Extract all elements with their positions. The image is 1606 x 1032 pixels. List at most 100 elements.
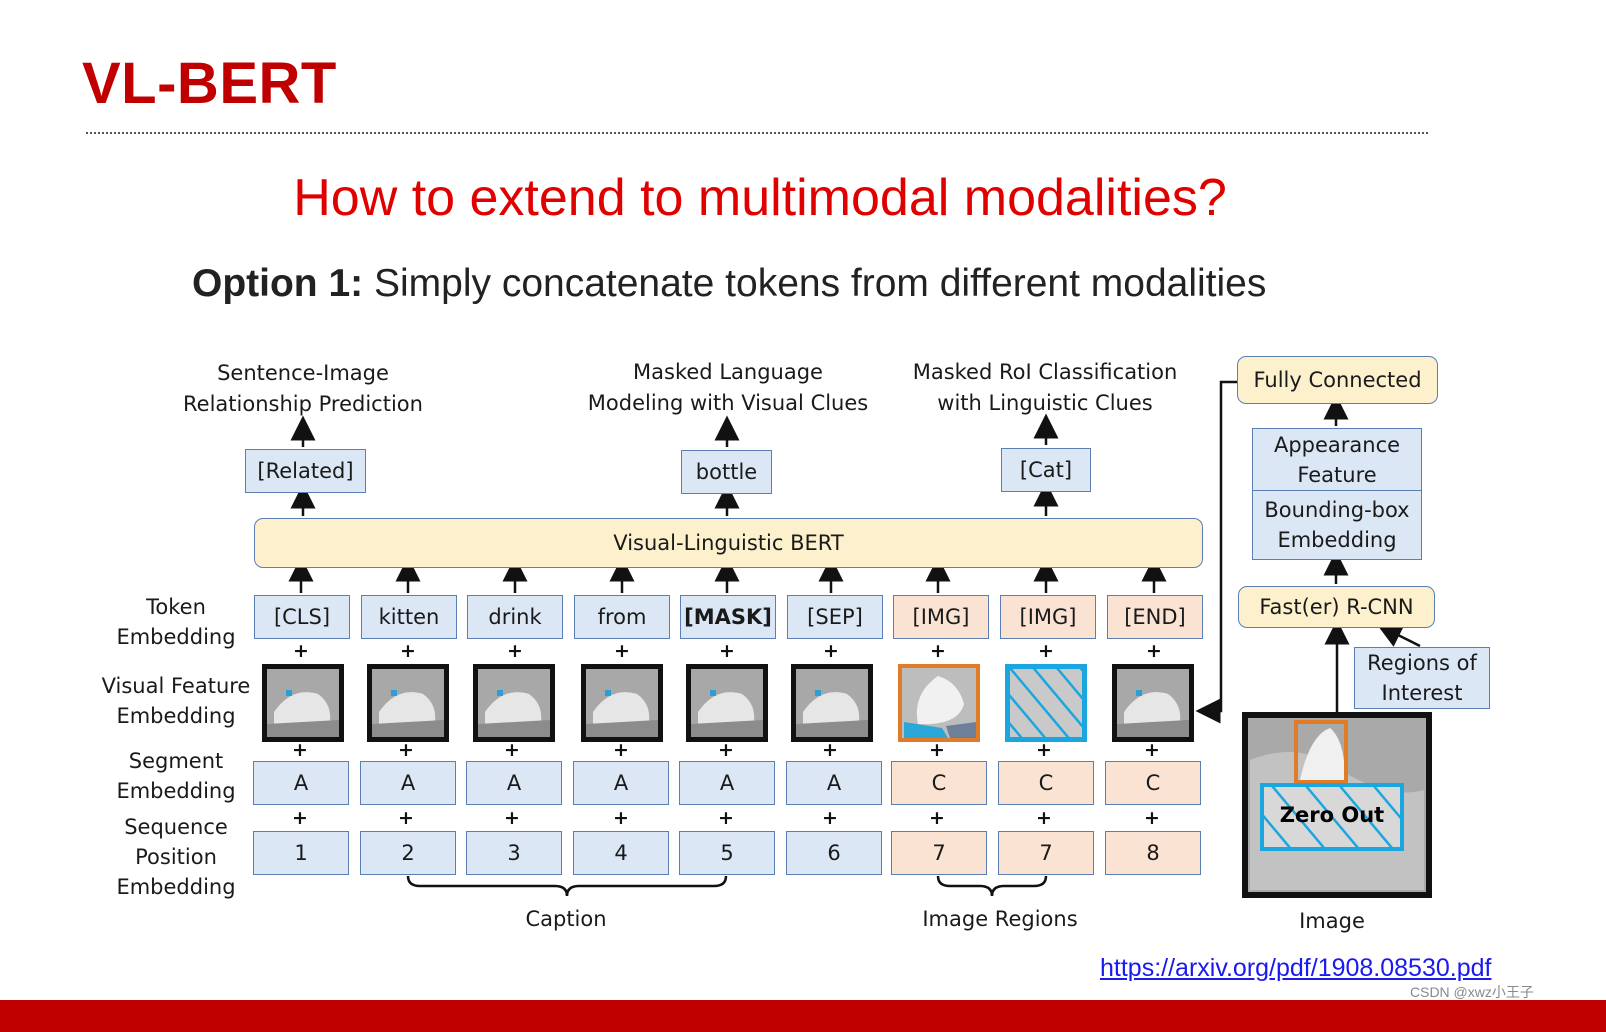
plus-sign: + xyxy=(1144,739,1160,761)
zero-out-label: Zero Out xyxy=(1279,803,1385,827)
position-3: 3 xyxy=(466,831,562,875)
plus-sign: + xyxy=(292,739,308,761)
plus-sign: + xyxy=(718,739,734,761)
segment-c-1: C xyxy=(891,761,987,805)
task-mrc-line1: Masked RoI Classification xyxy=(912,360,1178,384)
plus-sign: + xyxy=(1036,739,1052,761)
plus-sign: + xyxy=(507,640,523,662)
option-text: Simply concatenate tokens from different… xyxy=(363,262,1267,305)
plus-sign: + xyxy=(613,807,629,829)
output-bottle: bottle xyxy=(681,450,772,494)
plus-sign: + xyxy=(613,739,629,761)
paper-link[interactable]: https://arxiv.org/pdf/1908.08530.pdf xyxy=(1100,954,1492,982)
appearance-line1: Appearance xyxy=(1273,432,1401,457)
image-label: Image xyxy=(1299,909,1365,933)
bert-bar: Visual-Linguistic BERT xyxy=(254,518,1203,568)
token-img-1: [IMG] xyxy=(893,595,989,639)
task-mrc-line2: with Linguistic Clues xyxy=(937,391,1153,415)
input-image xyxy=(1242,712,1432,898)
visual-thumbnails xyxy=(262,664,1194,742)
appearance-line2: Feature xyxy=(1297,462,1377,487)
plus-sign: + xyxy=(504,807,520,829)
plus-sign: + xyxy=(293,640,309,662)
plus-sign: + xyxy=(398,807,414,829)
roi-line2: Interest xyxy=(1381,681,1463,705)
plus-sign: + xyxy=(292,807,308,829)
task-mlm-line1: Masked Language xyxy=(633,360,823,384)
image-regions-label: Image Regions xyxy=(922,907,1078,931)
plus-sign: + xyxy=(398,739,414,761)
option-line: Option 1: Simply concatenate tokens from… xyxy=(192,262,1266,306)
watermark: CSDN @xwz小王子 xyxy=(1410,984,1534,1000)
plus-sign: + xyxy=(719,640,735,662)
segment-a-4: A xyxy=(573,761,669,805)
slide-question: How to extend to multimodal modalities? xyxy=(293,169,1227,227)
segment-a-2: A xyxy=(360,761,456,805)
plus-sign: + xyxy=(929,807,945,829)
title-divider xyxy=(86,132,1428,134)
row-label-token-1: Token xyxy=(146,595,206,619)
plus-sign: + xyxy=(1146,640,1162,662)
row-label-position-3: Embedding xyxy=(116,875,236,899)
position-2: 2 xyxy=(360,831,456,875)
row-label-position-2: Position xyxy=(135,845,217,869)
plus-sign: + xyxy=(823,640,839,662)
plus-sign: + xyxy=(1036,807,1052,829)
token-from: from xyxy=(574,595,670,639)
plus-sign: + xyxy=(504,739,520,761)
plus-sign: + xyxy=(1144,807,1160,829)
row-label-segment-2: Embedding xyxy=(116,779,236,803)
token-end: [END] xyxy=(1107,595,1203,639)
option-label: Option 1: xyxy=(192,262,364,305)
slide-title: VL-BERT xyxy=(82,51,337,116)
position-6: 6 xyxy=(786,831,882,875)
row-label-visual-2: Embedding xyxy=(116,704,236,728)
footer-bar xyxy=(0,1000,1606,1032)
position-5: 5 xyxy=(679,831,775,875)
image-regions-brace xyxy=(936,875,1048,897)
caption-brace xyxy=(406,875,728,897)
token-sep: [SEP] xyxy=(787,595,883,639)
segment-a-6: A xyxy=(786,761,882,805)
row-label-segment-1: Segment xyxy=(128,749,224,773)
token-img-2: [IMG] xyxy=(1000,595,1096,639)
plus-sign: + xyxy=(822,739,838,761)
position-4: 4 xyxy=(573,831,669,875)
row-label-visual-1: Visual Feature xyxy=(101,674,251,698)
fully-connected-box: Fully Connected xyxy=(1237,356,1438,404)
row-label-token-2: Embedding xyxy=(116,625,236,649)
plus-sign: + xyxy=(400,640,416,662)
plus-sign: + xyxy=(822,807,838,829)
plus-sign: + xyxy=(929,739,945,761)
row-label-position-1: Sequence xyxy=(124,815,228,839)
task-mrc: Masked RoI Classification with Linguistic… xyxy=(900,357,1190,419)
position-7b: 7 xyxy=(998,831,1094,875)
plus-sign: + xyxy=(1038,640,1054,662)
position-7a: 7 xyxy=(891,831,987,875)
plus-sign: + xyxy=(930,640,946,662)
bbox-line2: Embedding xyxy=(1277,528,1397,552)
output-cat: [Cat] xyxy=(1001,448,1091,492)
task-sip-line2: Relationship Prediction xyxy=(183,392,423,416)
segment-a-5: A xyxy=(679,761,775,805)
task-sip-line1: Sentence-Image xyxy=(217,361,389,385)
segment-c-3: C xyxy=(1105,761,1201,805)
plus-sign: + xyxy=(718,807,734,829)
segment-c-2: C xyxy=(998,761,1094,805)
token-kitten: kitten xyxy=(361,595,457,639)
token-cls: [CLS] xyxy=(254,595,350,639)
token-drink: drink xyxy=(467,595,563,639)
plus-sign: + xyxy=(614,640,630,662)
position-1: 1 xyxy=(253,831,349,875)
output-related: [Related] xyxy=(245,449,366,493)
